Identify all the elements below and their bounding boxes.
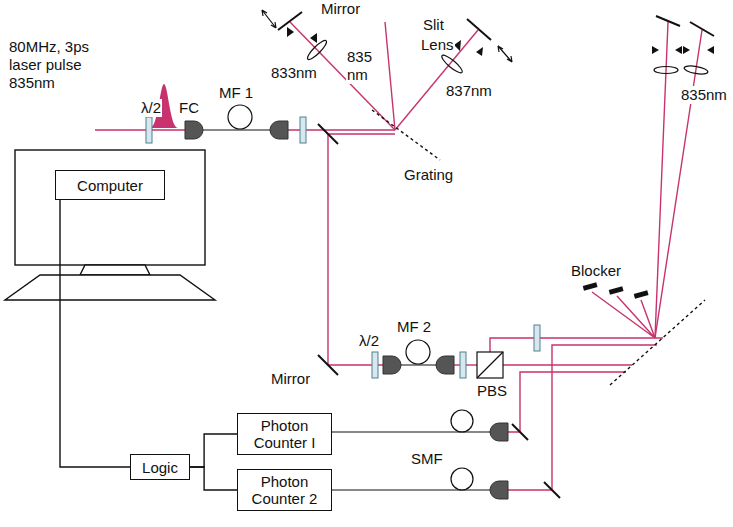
lens: [440, 53, 464, 75]
blocker-label: Blocker: [570, 262, 622, 280]
keyboard: [5, 275, 215, 300]
transmitted-beam: [503, 364, 632, 365]
node-text: Logic: [142, 459, 178, 476]
fiber: [203, 129, 270, 130]
laser-beam: [95, 129, 395, 130]
wavelength-label: 833nm: [270, 64, 318, 82]
return-beam: [508, 345, 657, 490]
coupler-label: FC: [178, 99, 200, 117]
slit: [652, 46, 682, 54]
lens-label: Lens: [420, 36, 455, 54]
fiber-label: MF 2: [396, 318, 432, 336]
mirror: [512, 424, 528, 440]
return-beam: [328, 134, 395, 365]
slit: [454, 40, 483, 56]
photon-counter-box: Photon Counter I: [237, 413, 332, 455]
mirror-label: Mirror: [270, 370, 311, 388]
mirror: [656, 16, 680, 26]
computer-screen: Computer: [55, 170, 165, 200]
fiber-loop: [451, 468, 473, 490]
fiber-loop: [451, 410, 473, 432]
wavelength-label: 837nm: [445, 82, 493, 100]
mirror: [690, 22, 714, 36]
photon-counter-box: Photon Counter 2: [237, 469, 332, 511]
fiber-coupler: [270, 121, 288, 139]
logic-box: Logic: [130, 454, 190, 480]
return-beam: [508, 372, 626, 432]
beam-blocker: [634, 290, 649, 298]
mirror: [318, 355, 338, 375]
fiber-coupler: [185, 121, 203, 139]
mirror: [467, 19, 491, 40]
half-wave-plate: [146, 117, 152, 143]
mirror-label: Mirror: [320, 0, 361, 18]
signal-cable: [190, 434, 237, 467]
half-wave-plate: [372, 352, 378, 378]
fiber-coupler: [436, 356, 454, 374]
signal-cable: [190, 467, 237, 490]
signal-cable: [60, 200, 130, 467]
node-text: Photon Counter 2: [244, 473, 325, 507]
mirror: [278, 12, 302, 30]
fiber-coupler: [490, 481, 508, 499]
pbs-cube: [477, 352, 503, 378]
laser-label: 80MHz, 3ps laser pulse 835nm: [8, 38, 98, 92]
beam-blocker: [583, 282, 598, 290]
waveplate-label: λ/2: [358, 332, 380, 350]
node-text: Computer: [77, 177, 143, 194]
node-text: Photon Counter I: [244, 417, 325, 451]
fiber-loop: [228, 105, 252, 129]
wave-plate: [460, 352, 466, 378]
diffracted-beam: [395, 30, 478, 130]
diffracted-beam: [655, 30, 702, 338]
grating: [372, 110, 440, 160]
grating: [610, 300, 705, 385]
slit: [683, 46, 714, 54]
fiber-loop: [406, 340, 430, 364]
grating-label: Grating: [403, 166, 454, 184]
mirror: [318, 124, 338, 144]
monitor-stand: [80, 265, 150, 275]
diffracted-beam: [655, 22, 668, 338]
lens: [684, 64, 709, 75]
slit-label: Slit: [422, 16, 445, 34]
blocked-beam: [592, 292, 655, 338]
waveplate-label: λ/2: [140, 99, 162, 117]
fiber-label: MF 1: [218, 84, 254, 102]
wave-plate: [534, 325, 540, 351]
fiber-coupler: [490, 423, 508, 441]
pbs-diagonal: [477, 352, 503, 378]
monitor: [15, 150, 205, 265]
fiber-coupler: [383, 356, 401, 374]
diffracted-beam: [385, 22, 395, 130]
slit: [287, 27, 317, 43]
beam-blocker: [609, 286, 624, 294]
lens: [654, 67, 678, 74]
translation-arrow: [498, 46, 512, 62]
wavelength-label: 835 nm: [346, 48, 378, 84]
translation-arrow: [262, 10, 276, 28]
mirror: [544, 482, 560, 498]
wave-plate: [300, 117, 306, 143]
fiber-label: SMF: [410, 450, 444, 468]
wavelength-label: 835nm: [680, 86, 728, 104]
pbs-label: PBS: [476, 382, 508, 400]
